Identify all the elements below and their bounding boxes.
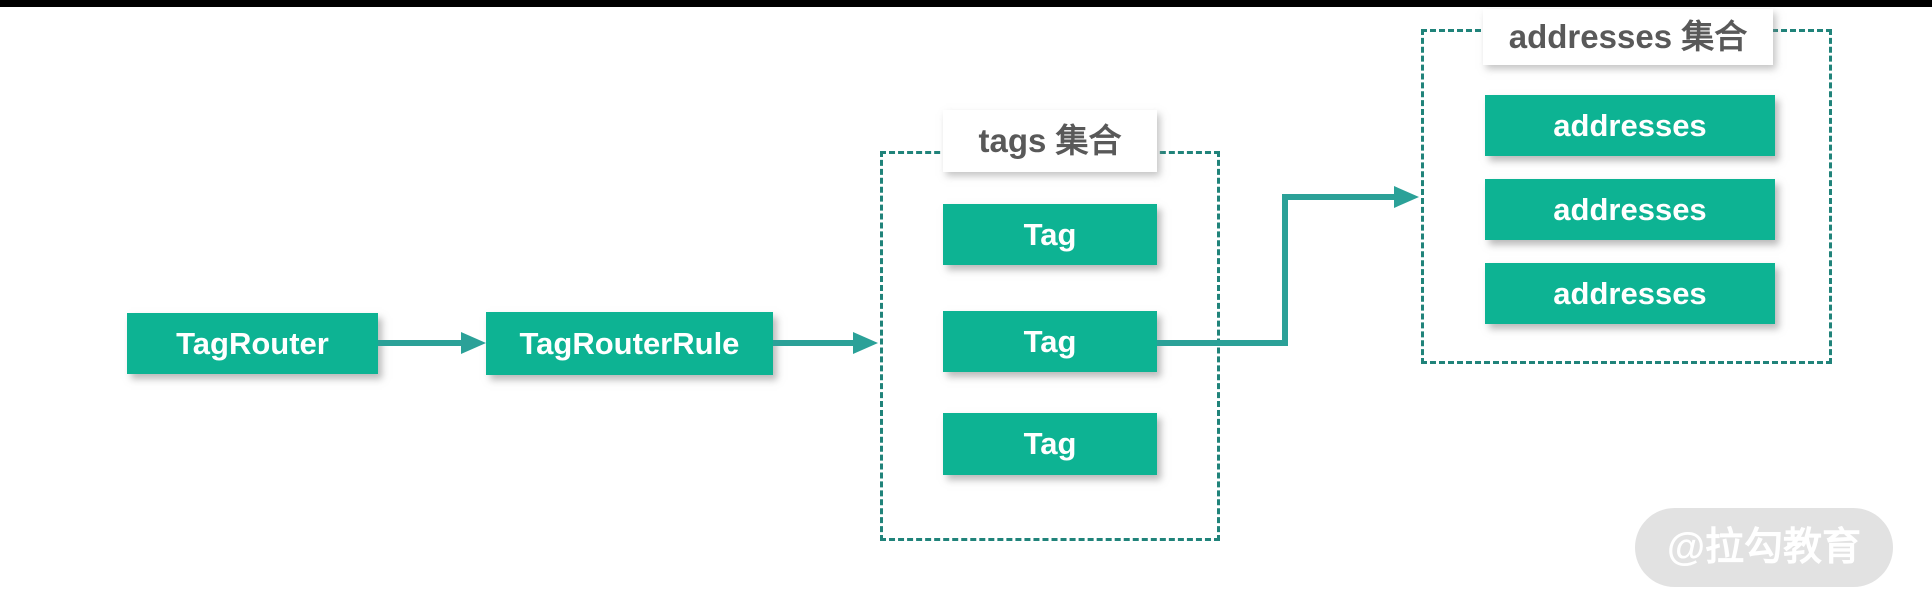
tags-group-label: tags 集合 <box>943 110 1157 172</box>
node-tagrouter: TagRouter <box>127 313 378 374</box>
arrow-tagrouter-to-tagrouterrule <box>378 332 486 354</box>
top-black-bar <box>0 0 1932 7</box>
node-addresses-3: addresses <box>1485 263 1775 324</box>
node-tag-1: Tag <box>943 204 1157 265</box>
node-tag-3: Tag <box>943 413 1157 475</box>
node-addresses-1: addresses <box>1485 95 1775 156</box>
node-tag-2: Tag <box>943 311 1157 372</box>
node-addresses-2: addresses <box>1485 179 1775 240</box>
arrow-tagrouterrule-to-tags <box>773 332 878 354</box>
node-tagrouterrule: TagRouterRule <box>486 312 773 375</box>
watermark-badge: @拉勾教育 <box>1635 508 1893 587</box>
addresses-group-label: addresses 集合 <box>1483 9 1773 65</box>
